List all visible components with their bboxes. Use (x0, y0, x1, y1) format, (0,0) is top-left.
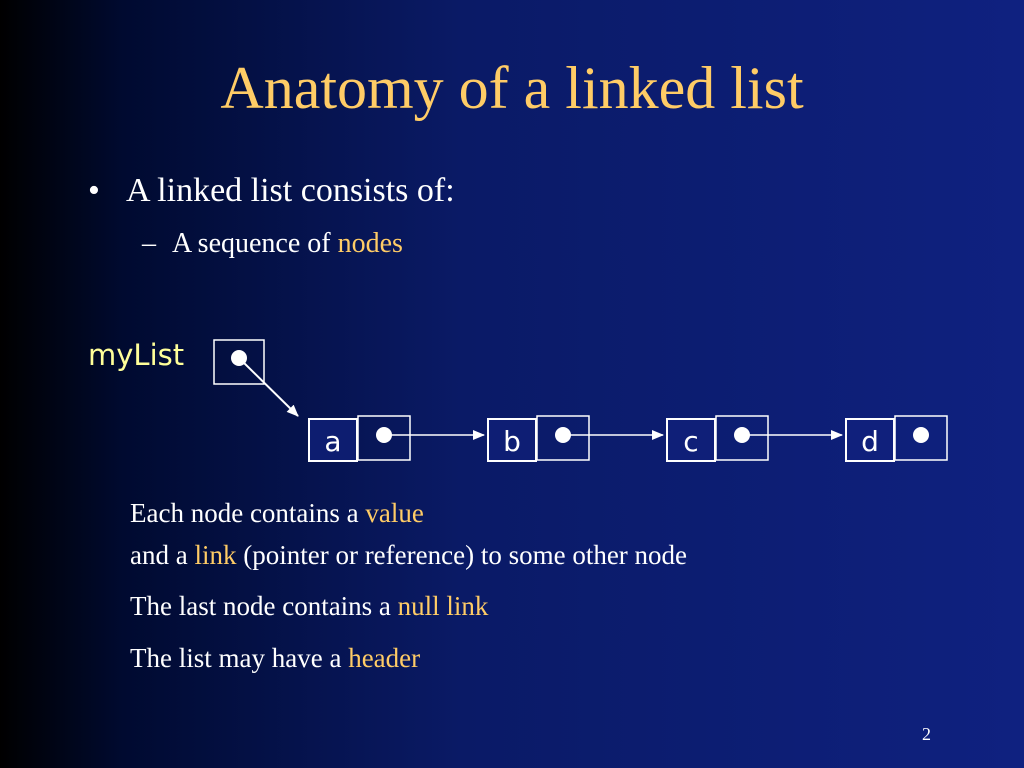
header-pointer-arrow (238, 357, 299, 417)
node-value-inner (489, 420, 535, 460)
note-null-link: The last node contains a null link (130, 591, 488, 622)
node-a: a (308, 415, 411, 462)
node-value-inner (847, 420, 893, 460)
sub-bullet-dash: – (142, 228, 156, 259)
page-number: 2 (922, 724, 931, 744)
header-variable-label: myList (88, 338, 185, 372)
bullet-dot: • (88, 172, 100, 209)
note-highlight: header (348, 643, 421, 673)
note-value: Each node contains a value (130, 498, 424, 529)
note-header: The list may have a header (130, 643, 420, 674)
note-text: The last node contains a (130, 591, 398, 621)
node-value: d (861, 425, 879, 458)
node-link-box (894, 415, 948, 461)
sub-bullet-nodes: –A sequence of nodes (142, 228, 403, 260)
node-link-box (357, 415, 411, 461)
node-value: b (503, 425, 521, 458)
node-null-link-dot (913, 427, 929, 443)
node-c: c (666, 415, 769, 462)
note-text: Each node contains a (130, 498, 366, 528)
node-d: d (845, 415, 948, 462)
header-pointer-box (213, 339, 265, 385)
node-value-inner (668, 420, 714, 460)
bullet-text: A linked list consists of: (126, 172, 455, 209)
note-highlight: value (365, 498, 424, 528)
node-link-box (536, 415, 590, 461)
note-text: and a (130, 540, 195, 570)
note-highlight: link (194, 540, 237, 570)
note-link: and a link (pointer or reference) to som… (130, 540, 687, 571)
note-highlight: null link (397, 591, 489, 621)
note-text-suffix: (pointer or reference) to some other nod… (236, 540, 688, 570)
sub-bullet-text: A sequence of (172, 228, 338, 259)
node-value: c (683, 425, 698, 458)
bullet-linked-list: • A linked list consists of: (88, 172, 455, 210)
node-b: b (487, 415, 590, 462)
node-value: a (324, 425, 341, 458)
slide-title: Anatomy of a linked list (220, 55, 804, 121)
node-value-inner (310, 420, 356, 460)
note-text: The list may have a (130, 643, 349, 673)
sub-bullet-highlight: nodes (337, 228, 403, 259)
node-link-box (715, 415, 769, 461)
